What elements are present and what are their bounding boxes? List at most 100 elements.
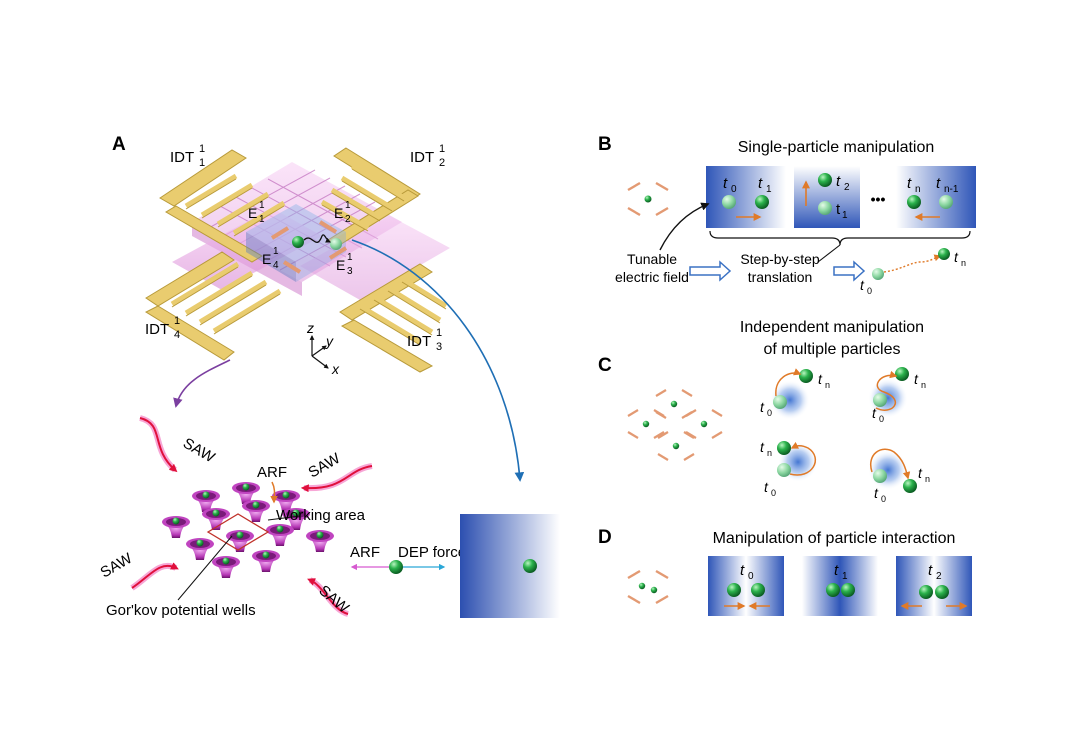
electrode-e4 xyxy=(282,260,302,274)
wells-label: Gor'kov potential wells xyxy=(106,602,256,619)
d-frame-t2 xyxy=(896,556,972,616)
idt-bottom-right xyxy=(339,263,448,373)
electrode-segment xyxy=(655,389,667,397)
working-area-label: Working area xyxy=(276,507,366,524)
electrode-segment xyxy=(627,431,639,439)
idt-4-sub: 4 xyxy=(174,329,180,341)
working-area-box xyxy=(206,513,270,551)
idt-bottom-left xyxy=(144,251,282,361)
idt-top-right xyxy=(320,147,421,247)
electrode-segment xyxy=(657,431,669,439)
c4-tn: t xyxy=(918,465,923,481)
e3-label: E xyxy=(336,257,345,273)
b-tn-sub: n xyxy=(915,184,921,195)
d-frame-t1 xyxy=(802,556,878,616)
b-t2-sub: 2 xyxy=(844,182,850,193)
electrode-segment xyxy=(683,453,695,461)
b-field-arrow xyxy=(659,202,710,251)
working-area-leader xyxy=(267,515,301,521)
b-brace xyxy=(709,230,971,246)
electrode-segment xyxy=(657,453,669,461)
d-t0: t xyxy=(740,562,745,579)
e1-label: E xyxy=(248,205,257,221)
e2-sub: 2 xyxy=(345,214,351,225)
potential-well xyxy=(186,538,214,560)
potential-well xyxy=(232,482,260,504)
d-t0-particle-right xyxy=(751,583,765,597)
c4-t0: t xyxy=(874,485,879,501)
idt-2-label: IDT xyxy=(410,149,434,166)
e3-sup: 1 xyxy=(347,252,353,263)
panel-b-title: Single-particle manipulation xyxy=(738,139,935,156)
d-icon-particle-1 xyxy=(638,582,646,590)
idt-1-sup: 1 xyxy=(199,143,205,155)
electrode-segment xyxy=(681,389,693,397)
saw-label-3: SAW xyxy=(98,550,136,582)
panel-d-letter: D xyxy=(598,527,612,548)
gorkov-potential-wells xyxy=(162,482,334,578)
arf-arrow xyxy=(270,481,278,504)
potential-well xyxy=(272,490,300,512)
e4-label: E xyxy=(262,251,271,267)
idt-2-sup: 1 xyxy=(439,143,445,155)
grid-particle xyxy=(700,420,708,428)
c4-t0-sub: 0 xyxy=(881,494,886,504)
electrode-segment xyxy=(653,431,665,439)
saw-label-2: SAW xyxy=(306,450,344,482)
e1-sub: 1 xyxy=(259,214,265,225)
electrode-segment xyxy=(683,431,695,439)
b-frame3-particle-tn xyxy=(907,195,921,209)
b-out-t0: t xyxy=(860,277,865,293)
c1-tn: t xyxy=(818,371,823,387)
panel-d: D Manipulation of particle interaction t… xyxy=(598,527,972,616)
wells-leader xyxy=(177,535,233,601)
particle-start xyxy=(292,236,304,248)
potential-well xyxy=(266,524,294,546)
panel-a-letter: A xyxy=(112,134,126,155)
c2-t0: t xyxy=(872,405,877,421)
electrode-e3 xyxy=(328,246,348,260)
b-t2: t xyxy=(836,173,841,190)
c-motion-3: t n t 0 xyxy=(760,439,818,498)
b-flow-arrow-1 xyxy=(689,260,732,282)
idt-3-label: IDT xyxy=(407,333,431,350)
e1-sup: 1 xyxy=(259,200,265,211)
d-icon-particle-2 xyxy=(650,586,658,594)
d-t0-sub: 0 xyxy=(748,571,754,582)
e2-sup: 1 xyxy=(345,200,351,211)
electrode-e1 xyxy=(270,226,290,240)
c4-tn-sub: n xyxy=(925,474,930,484)
idt-4-label: IDT xyxy=(145,321,169,338)
dep-force-label: DEP force xyxy=(398,544,466,561)
b-field-line2: electric field xyxy=(615,269,689,285)
d-t1-particle-right xyxy=(841,583,855,597)
b-t1b-sub: 1 xyxy=(842,210,848,221)
d-t1: t xyxy=(834,562,839,579)
idt-1-sub: 1 xyxy=(199,157,205,169)
c3-tn-sub: n xyxy=(767,448,772,458)
d-t2: t xyxy=(928,562,933,579)
d-t2-sub: 2 xyxy=(936,571,942,582)
b-tn: t xyxy=(907,175,912,192)
c-motion-1: t 0 t n xyxy=(760,368,830,420)
field-gradient-box xyxy=(460,514,560,618)
idt-3-sup: 1 xyxy=(436,327,442,339)
force-particle xyxy=(389,560,403,574)
b-frame1-particle-t0 xyxy=(722,195,736,209)
d-frame-t0 xyxy=(708,556,784,616)
b-out-tn: t xyxy=(954,249,959,265)
idt-3-sub: 3 xyxy=(436,341,442,353)
grid-particle xyxy=(672,442,680,450)
axis-x-label: x xyxy=(331,361,340,377)
panel-a: A xyxy=(98,134,560,619)
d-t1-sub: 1 xyxy=(842,571,848,582)
potential-well xyxy=(202,508,230,530)
e4-sup: 1 xyxy=(273,246,279,257)
grid-particle xyxy=(670,400,678,408)
zoom-arrow-blue xyxy=(351,239,525,482)
idt-4-sup: 1 xyxy=(174,315,180,327)
electrode-segment xyxy=(627,409,639,417)
b-t0: t xyxy=(723,175,728,192)
electrode-segment xyxy=(711,431,723,439)
c1-tn-sub: n xyxy=(825,380,830,390)
